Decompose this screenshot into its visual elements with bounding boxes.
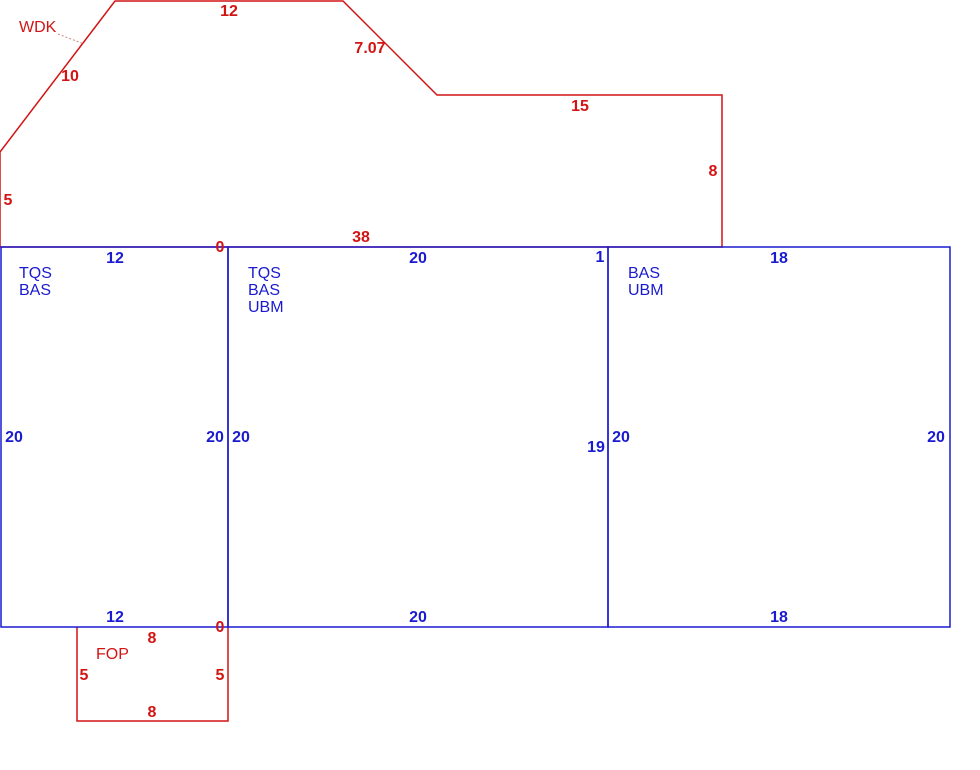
room-2-label-1: TQS: [248, 265, 281, 282]
fop-dim-top: 8: [148, 630, 157, 647]
room-2-dim-left: 20: [232, 429, 250, 446]
room-1-dim-right: 20: [206, 429, 224, 446]
room-2-dim-bottom: 20: [409, 609, 427, 626]
room-3-outline: [607, 246, 951, 628]
room-1-dim-bottom: 12: [106, 609, 124, 626]
room-1-dim-top: 12: [106, 250, 124, 267]
wdk-dim-bottom-left-zero: 0: [216, 239, 225, 256]
room-2-label-2: BAS: [248, 282, 280, 299]
room-1-dim-left: 20: [5, 429, 23, 446]
fop-dim-left: 5: [80, 667, 89, 684]
fop-outline: [76, 627, 229, 722]
room-1-label-2: BAS: [19, 282, 51, 299]
wdk-dim-step: 15: [571, 98, 589, 115]
wdk-outline: [0, 0, 723, 248]
wdk-dim-top: 12: [220, 3, 238, 20]
room-2-outline: [227, 246, 609, 628]
wdk-dim-right: 8: [709, 163, 718, 180]
room-3-dim-right: 20: [927, 429, 945, 446]
room-3-dim-left: 20: [612, 429, 630, 446]
fop-dim-right: 5: [216, 667, 225, 684]
wdk-dim-bottom: 38: [352, 229, 370, 246]
room-1-label-1: TQS: [19, 265, 52, 282]
wdk-area-label: WDK: [19, 19, 57, 36]
wdk-dim-bottom-right-one: 1: [596, 249, 605, 266]
room-3-dim-top: 18: [770, 250, 788, 267]
room-3-label-2: UBM: [628, 282, 664, 299]
fop-dim-corner-zero: 0: [216, 619, 225, 636]
fop-area-label: FOP: [96, 646, 129, 663]
room-2-dim-right: 19: [587, 439, 605, 456]
room-2-label-3: UBM: [248, 299, 284, 316]
room-1-outline: [0, 246, 229, 628]
wdk-dim-diag-left: 10: [61, 68, 79, 85]
room-3-dim-bottom: 18: [770, 609, 788, 626]
wdk-leader-line: [57, 33, 85, 45]
room-2-dim-top: 20: [409, 250, 427, 267]
wdk-dim-left: 5: [4, 192, 13, 209]
room-3-label-1: BAS: [628, 265, 660, 282]
wdk-dim-diag-right: 7.07: [354, 40, 385, 57]
fop-dim-bottom: 8: [148, 704, 157, 721]
